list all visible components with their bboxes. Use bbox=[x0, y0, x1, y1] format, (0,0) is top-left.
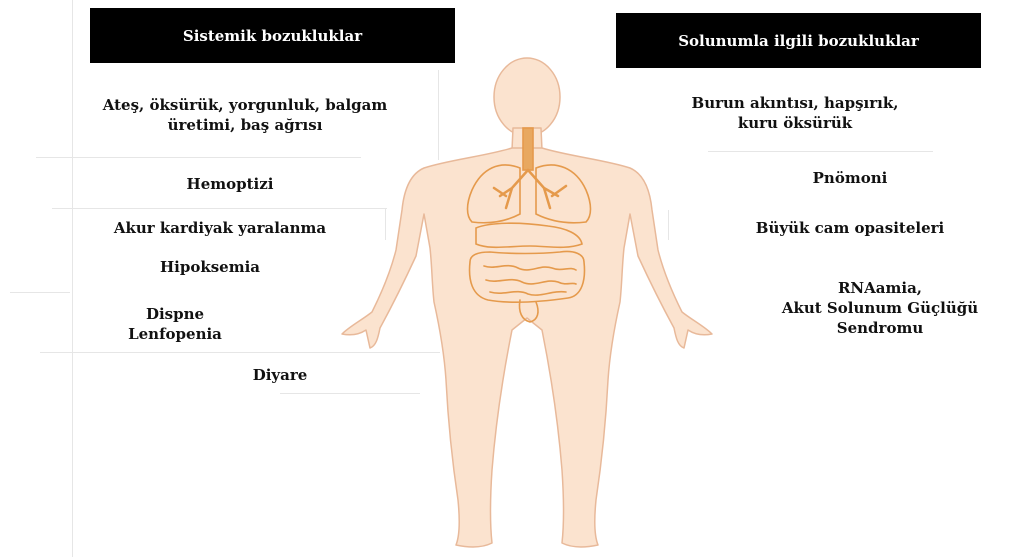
label-ards-line2: Akut Solunum Güçlüğü bbox=[755, 298, 1005, 318]
label-general-symptoms-line2: üretimi, baş ağrısı bbox=[70, 115, 420, 135]
label-general-symptoms: Ateş, öksürük, yorgunluk, balgam üretimi… bbox=[70, 95, 420, 135]
label-ards-line1: RNAamia, bbox=[755, 278, 1005, 298]
header-respiratory-disorders: Solunumla ilgili bozukluklar bbox=[616, 13, 981, 68]
label-hemoptysis: Hemoptizi bbox=[150, 174, 310, 194]
label-nasal-symptoms-line2: kuru öksürük bbox=[655, 113, 935, 133]
label-general-symptoms-line1: Ateş, öksürük, yorgunluk, balgam bbox=[70, 95, 420, 115]
label-pneumonia: Pnömoni bbox=[790, 168, 910, 188]
label-acute-cardiac-injury: Akur kardiyak yaralanma bbox=[80, 218, 360, 238]
label-dyspnea: Dispne bbox=[95, 304, 255, 324]
label-ards: RNAamia, Akut Solunum Güçlüğü Sendromu bbox=[755, 278, 1005, 338]
label-ground-glass-opacities: Büyük cam opasiteleri bbox=[730, 218, 970, 238]
label-ards-line3: Sendromu bbox=[755, 318, 1005, 338]
label-lymphopenia: Lenfopenia bbox=[95, 324, 255, 344]
label-nasal-symptoms-line1: Burun akıntısı, hapşırık, bbox=[655, 93, 935, 113]
label-hypoxemia: Hipoksemia bbox=[130, 257, 290, 277]
label-diarrhea: Diyare bbox=[230, 365, 330, 385]
label-dyspnea-lymphopenia: Dispne Lenfopenia bbox=[95, 304, 255, 344]
header-systemic-disorders: Sistemik bozukluklar bbox=[90, 8, 455, 63]
label-nasal-symptoms: Burun akıntısı, hapşırık, kuru öksürük bbox=[655, 93, 935, 133]
